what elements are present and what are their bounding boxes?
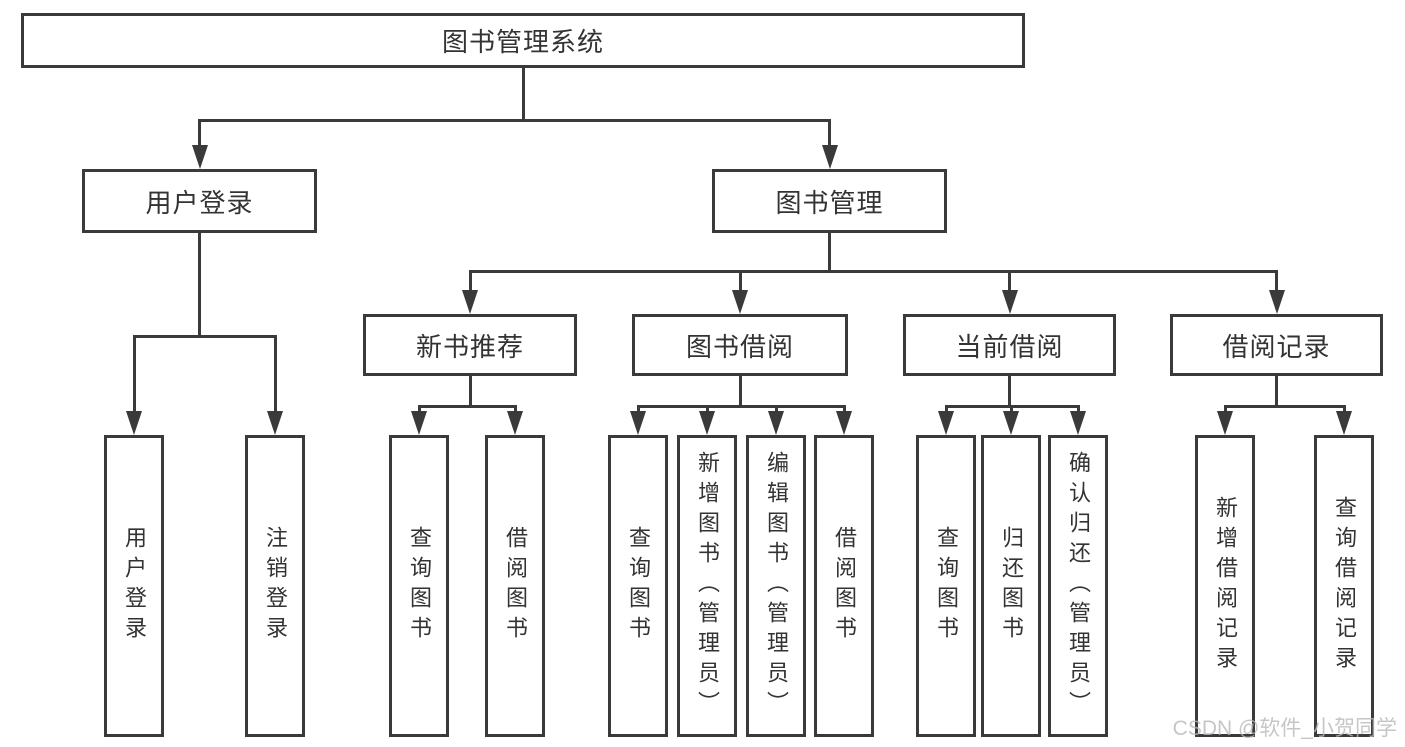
- arrowhead-down-icon: [732, 290, 748, 314]
- arrowhead-down-icon: [1001, 290, 1018, 314]
- node-c_query: 查询图书: [916, 435, 976, 737]
- node-label: 新增借阅记录: [1213, 496, 1238, 676]
- node-label: 注销登录: [263, 526, 288, 646]
- arrowhead-down-icon: [462, 290, 478, 314]
- node-label: 图书管理系统: [441, 27, 604, 57]
- node-label: 查询图书: [626, 526, 651, 646]
- node-label: 编辑图书（管理员）: [764, 451, 789, 721]
- arrowhead-down-icon: [1003, 411, 1019, 435]
- connector-line: [1223, 406, 1227, 411]
- node-b_edit: 编辑图书（管理员）: [746, 435, 806, 737]
- connector-line: [738, 376, 742, 406]
- connector-line: [1008, 271, 1011, 290]
- arrowhead-down-icon: [836, 411, 852, 435]
- connector-line: [1008, 376, 1011, 406]
- node-root: 图书管理系统: [21, 13, 1025, 68]
- node-b_query: 查询图书: [608, 435, 668, 737]
- node-label: 图书管理: [775, 187, 884, 218]
- node-label: 确认归还（管理员）: [1066, 451, 1091, 721]
- arrowhead-down-icon: [630, 411, 646, 435]
- arrowhead-down-icon: [1268, 290, 1285, 314]
- arrowhead-down-icon: [768, 411, 784, 435]
- connector-line: [198, 120, 201, 145]
- node-label: 用户登录: [145, 187, 254, 218]
- connector-line: [273, 336, 277, 411]
- node-borrow: 图书借阅: [632, 314, 848, 376]
- connector-line: [417, 406, 421, 411]
- arrowhead-down-icon: [938, 411, 954, 435]
- connector-line: [1275, 376, 1278, 406]
- node-label: 查询借阅记录: [1332, 496, 1357, 676]
- connector-line: [1009, 406, 1013, 411]
- node-label: 查询图书: [407, 526, 432, 646]
- arrowhead-down-icon: [507, 411, 523, 435]
- connector-line: [636, 404, 846, 408]
- arrowhead-down-icon: [267, 411, 283, 435]
- connector-line: [705, 406, 709, 411]
- node-mgmt: 图书管理: [712, 169, 947, 233]
- node-c_return: 归还图书: [981, 435, 1041, 737]
- arrowhead-down-icon: [411, 411, 427, 435]
- node-nr_borrow: 借阅图书: [485, 435, 545, 737]
- node-label: 用户登录: [122, 526, 147, 646]
- arrowhead-down-icon: [126, 411, 142, 435]
- connector-line: [1275, 271, 1278, 290]
- connector-line: [1342, 406, 1346, 411]
- connector-line: [132, 336, 136, 411]
- node-new_rec: 新书推荐: [363, 314, 577, 376]
- csdn-watermark: CSDN @软件_小贺同学: [1172, 717, 1397, 740]
- connector-line: [198, 233, 201, 336]
- node-label: 当前借阅: [955, 331, 1064, 362]
- node-login: 用户登录: [82, 169, 317, 233]
- connector-line: [521, 68, 525, 120]
- node-r_query: 查询借阅记录: [1314, 435, 1374, 737]
- connector-line: [738, 271, 742, 290]
- node-b_add: 新增图书（管理员）: [677, 435, 737, 737]
- node-label: 借阅图书: [832, 526, 857, 646]
- node-records: 借阅记录: [1170, 314, 1383, 376]
- connector-line: [944, 406, 948, 411]
- connector-line: [417, 404, 517, 408]
- arrowhead-down-icon: [699, 411, 715, 435]
- connector-line: [636, 406, 640, 411]
- node-label: 新书推荐: [415, 331, 524, 362]
- arrowhead-down-icon: [1070, 411, 1086, 435]
- connector-line: [842, 406, 846, 411]
- node-nr_query: 查询图书: [389, 435, 449, 737]
- node-b_borrow: 借阅图书: [814, 435, 874, 737]
- arrowhead-down-icon: [1336, 411, 1352, 435]
- node-label: 图书借阅: [685, 331, 794, 362]
- node-c_confirm: 确认归还（管理员）: [1048, 435, 1108, 737]
- connector-line: [828, 120, 831, 145]
- arrowhead-down-icon: [821, 145, 838, 169]
- node-label: 归还图书: [999, 526, 1024, 646]
- node-label: 查询图书: [934, 526, 959, 646]
- arrowhead-down-icon: [191, 145, 208, 169]
- node-r_add: 新增借阅记录: [1195, 435, 1255, 737]
- connector-line: [132, 334, 277, 338]
- node-label: 新增图书（管理员）: [695, 451, 720, 721]
- connector-line: [1223, 404, 1346, 408]
- node-label: 借阅记录: [1222, 331, 1331, 362]
- node-logout: 注销登录: [245, 435, 305, 737]
- connector-line: [198, 118, 831, 122]
- connector-line: [774, 406, 778, 411]
- node-current: 当前借阅: [903, 314, 1116, 376]
- connector-line: [468, 271, 472, 290]
- connector-line: [1076, 406, 1080, 411]
- connector-line: [468, 269, 1278, 273]
- connector-line: [468, 376, 472, 406]
- connector-line: [828, 233, 831, 271]
- node-user_login: 用户登录: [104, 435, 164, 737]
- node-label: 借阅图书: [503, 526, 528, 646]
- arrowhead-down-icon: [1217, 411, 1233, 435]
- connector-line: [513, 406, 517, 411]
